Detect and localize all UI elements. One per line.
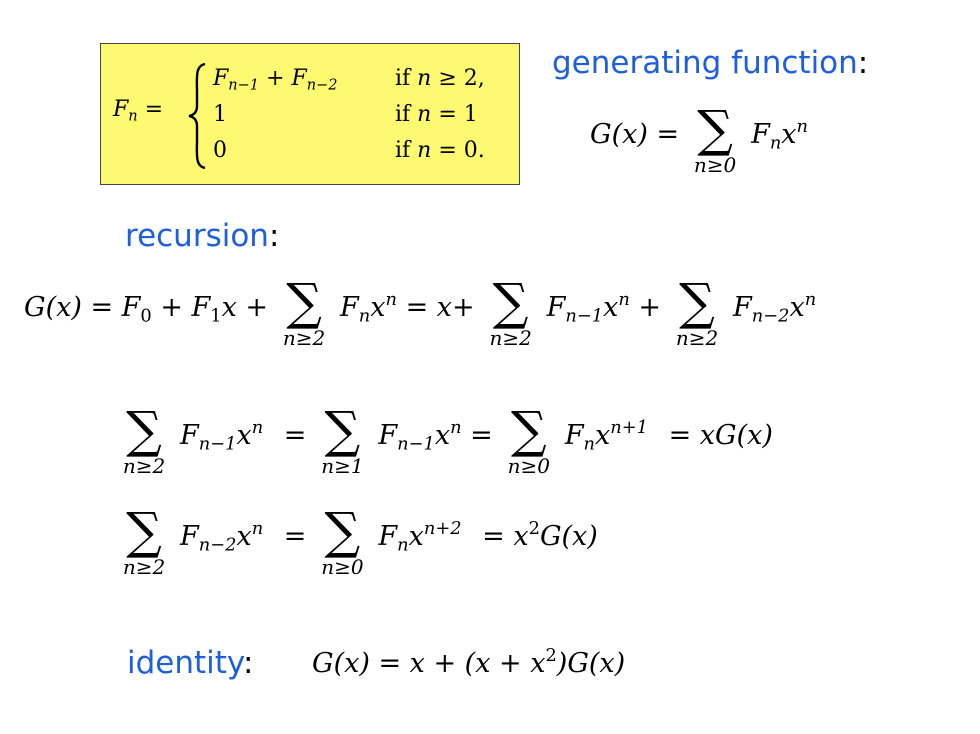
generating-function-formula: G(x) = ∑n≥0 Fnxn: [590, 100, 809, 177]
shift-identity-1: ∑n≥2 Fn−1xn = ∑n≥1 Fn−1xn = ∑n≥0 Fnxn+1 …: [108, 404, 773, 476]
sum-symbol: ∑n≥2: [489, 273, 532, 350]
heading-identity: identity:: [127, 645, 254, 681]
sum-symbol: ∑n≥0: [693, 100, 737, 177]
left-brace: [188, 62, 206, 170]
identity-formula: G(x) = x + (x + x2)G(x): [312, 644, 626, 679]
sum-symbol: ∑n≥0: [507, 401, 550, 478]
case-row-1-value: Fn−1 + Fn−2: [213, 66, 338, 94]
sum-symbol: ∑n≥2: [122, 401, 166, 478]
fibonacci-definition-box: Fn = Fn−1 + Fn−2 if n ≥ 2, 1 if n = 1 0 …: [100, 43, 520, 185]
sum-symbol: ∑n≥2: [675, 273, 719, 350]
case-row-2-value: 1: [213, 102, 227, 127]
sum-symbol: ∑n≥0: [321, 502, 364, 579]
case-row-3-value: 0: [213, 138, 227, 163]
definition-lhs: Fn =: [113, 97, 164, 125]
case-row-2-condition: if n = 1: [395, 102, 478, 127]
heading-recursion: recursion:: [125, 218, 280, 254]
heading-generating-function: generating function:: [552, 45, 869, 81]
sum-symbol: ∑n≥1: [321, 401, 364, 478]
shift-identity-2: ∑n≥2 Fn−2xn = ∑n≥0 Fnxn+2 = x2G(x): [108, 505, 598, 577]
case-row-1-condition: if n ≥ 2,: [395, 66, 485, 91]
sum-symbol: ∑n≥2: [122, 502, 166, 579]
case-row-3-condition: if n = 0.: [395, 138, 485, 163]
sum-symbol: ∑n≥2: [282, 273, 326, 350]
recursion-formula: G(x) = F0 + F1x + ∑n≥2 Fnxn = x+ ∑n≥2 Fn…: [24, 273, 817, 350]
